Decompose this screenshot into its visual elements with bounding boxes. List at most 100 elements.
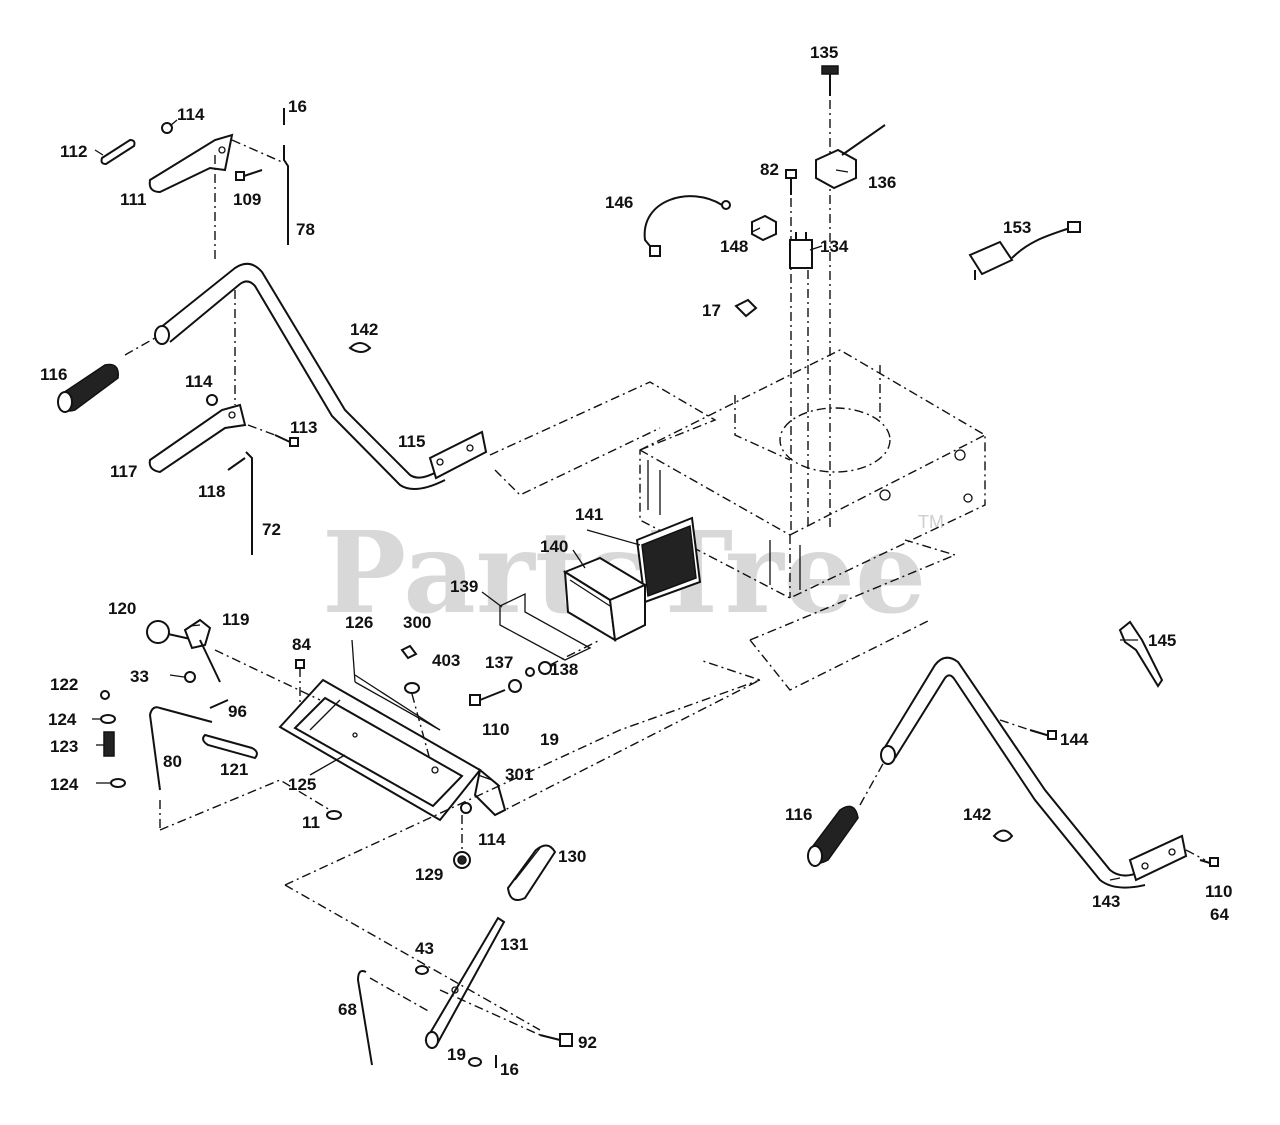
washer-43 <box>415 965 429 975</box>
label-142-top: 142 <box>350 320 378 339</box>
tray-139 <box>499 592 592 661</box>
washer-124-bottom <box>110 778 126 788</box>
clip-142-bottom <box>992 829 1014 842</box>
screw-109 <box>235 169 263 181</box>
bolt-135 <box>821 65 839 530</box>
label-119: 119 <box>222 610 249 629</box>
label-130: 130 <box>558 847 586 866</box>
label-112: 112 <box>60 142 87 161</box>
clip-145 <box>1118 620 1164 688</box>
callout-labels: 135 82 136 146 148 134 153 17 142 114 16… <box>40 43 1232 1079</box>
clip-148 <box>751 214 777 242</box>
label-136: 136 <box>868 173 896 192</box>
label-131: 131 <box>500 935 528 954</box>
wire-146 <box>643 195 731 257</box>
label-120: 120 <box>108 599 136 618</box>
spring-123 <box>103 731 115 757</box>
label-148: 148 <box>720 237 748 256</box>
label-84: 84 <box>292 635 311 654</box>
label-145: 145 <box>1148 631 1176 650</box>
washer-11 <box>326 810 342 820</box>
nut-33 <box>184 671 196 683</box>
label-92: 92 <box>578 1033 597 1052</box>
bolt-144 <box>999 719 1057 740</box>
label-140: 140 <box>540 537 568 556</box>
tube-121 <box>202 733 258 760</box>
washer-114-top <box>161 122 173 134</box>
bar-131 <box>424 916 506 1049</box>
label-129: 129 <box>415 865 443 884</box>
bolt-92 <box>439 989 573 1047</box>
label-139: 139 <box>450 577 478 596</box>
label-68: 68 <box>338 1000 357 1019</box>
clip-300 <box>400 644 418 660</box>
nut-122 <box>100 690 110 700</box>
label-113: 113 <box>290 418 317 437</box>
label-114-bottom: 114 <box>478 830 506 849</box>
label-144: 144 <box>1060 730 1089 749</box>
label-124-top: 124 <box>48 710 77 729</box>
label-17: 17 <box>702 301 721 320</box>
battery-140 <box>562 556 648 642</box>
label-116-left: 116 <box>40 365 67 384</box>
label-43: 43 <box>415 939 434 958</box>
bolt-110-left <box>469 679 522 706</box>
rod-80 <box>148 706 331 831</box>
label-19-bottom: 19 <box>447 1045 466 1064</box>
left-handle-115 <box>124 262 717 496</box>
leader-lines <box>92 119 1138 881</box>
rod-72 <box>227 451 253 555</box>
rod-78 <box>231 108 289 245</box>
label-141: 141 <box>575 505 603 524</box>
bracket-126 <box>278 678 507 822</box>
label-143: 143 <box>1092 892 1120 911</box>
washer-124-top <box>100 714 116 724</box>
label-115: 115 <box>398 432 425 451</box>
label-16-bottom: 16 <box>500 1060 519 1079</box>
plate-141 <box>635 516 702 604</box>
pin-112 <box>100 138 136 166</box>
label-153: 153 <box>1003 218 1031 237</box>
label-110-left: 110 <box>482 720 509 739</box>
label-300: 300 <box>403 613 431 632</box>
dash-right-2 <box>749 619 931 691</box>
washer-114-bottom <box>460 802 472 814</box>
label-72: 72 <box>262 520 281 539</box>
label-301: 301 <box>505 765 533 784</box>
label-135: 135 <box>810 43 838 62</box>
label-122: 122 <box>50 675 78 694</box>
clip-142-top <box>348 342 372 353</box>
solenoid-134 <box>789 232 813 530</box>
engine-housing <box>639 349 986 599</box>
label-403: 403 <box>432 651 460 670</box>
label-121: 121 <box>220 760 248 779</box>
dash-137 <box>549 639 601 666</box>
washer-19-bottom <box>468 1057 482 1067</box>
label-16-top: 16 <box>288 97 307 116</box>
rod-68 <box>356 970 431 1066</box>
label-146: 146 <box>605 193 633 212</box>
grip-130 <box>506 844 557 901</box>
label-78: 78 <box>296 220 315 239</box>
label-124-bottom: 124 <box>50 775 79 794</box>
dash-119 <box>214 649 321 701</box>
part-136 <box>815 124 886 190</box>
label-80: 80 <box>163 752 182 771</box>
label-82: 82 <box>760 160 779 179</box>
label-126: 126 <box>345 613 373 632</box>
label-116-right: 116 <box>785 805 812 824</box>
label-109: 109 <box>233 190 261 209</box>
label-110-right: 110 <box>1205 882 1232 901</box>
screw-113 <box>247 424 299 447</box>
label-111: 111 <box>120 190 147 209</box>
label-142-bottom: 142 <box>963 805 991 824</box>
washer-138 <box>538 661 552 675</box>
knob-lever-120 <box>146 618 221 683</box>
pin-96 <box>209 699 229 709</box>
label-64: 64 <box>1210 905 1229 924</box>
clip-17 <box>734 298 758 318</box>
dash-lower-2 <box>284 884 541 1031</box>
label-134: 134 <box>820 237 849 256</box>
grip-116-right <box>807 805 859 867</box>
screw-82 <box>785 169 797 530</box>
